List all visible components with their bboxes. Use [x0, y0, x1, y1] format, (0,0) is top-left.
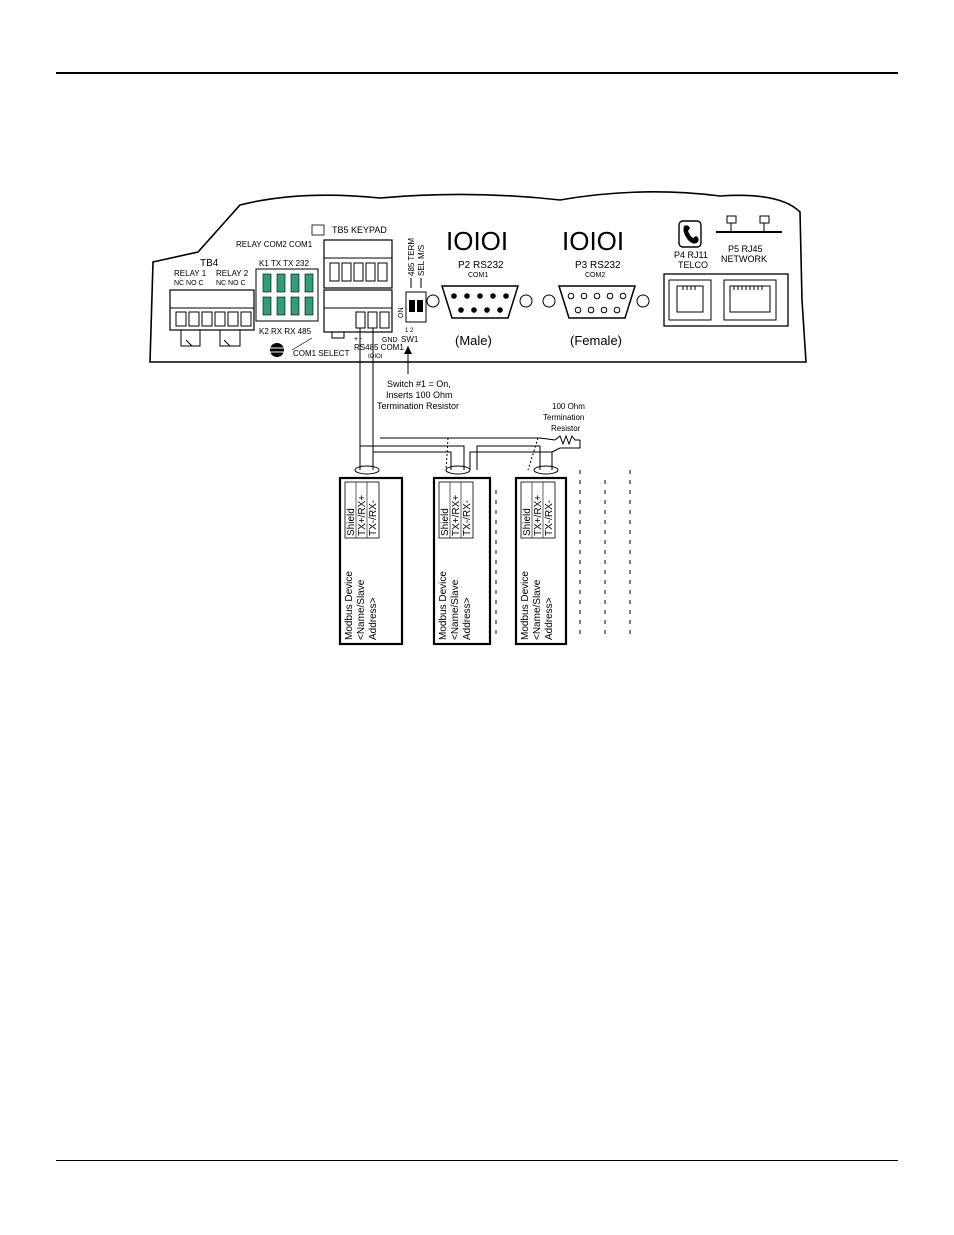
- device1-txrx-minus-label: TX-/RX-: [368, 500, 379, 536]
- modbus-device-2: Shield TX+/RX+ TX-/RX- Modbus Device <Na…: [432, 476, 492, 646]
- header-rule: [56, 72, 898, 74]
- controller-panel-outline: [149, 191, 807, 363]
- device2-line2: <Name/Slave: [450, 579, 461, 640]
- p4-label-line2: TELCO: [678, 260, 708, 270]
- relay1-contacts: NC NO C: [174, 280, 204, 287]
- telephone-icon: [683, 225, 699, 244]
- resistor-symbol: [554, 434, 580, 446]
- p3-ioioi-glyph: IOIOI: [562, 226, 624, 256]
- p2-label: P2 RS232: [458, 260, 504, 271]
- relay-com-top-label: RELAY COM2 COM1: [236, 240, 313, 249]
- p2-ioioi-glyph: IOIOI: [446, 226, 508, 256]
- p5-label-line1: P5 RJ45: [728, 244, 763, 254]
- p2-rs232-port: IOIOI P2 RS232 COM1 (Male): [426, 226, 533, 348]
- device2-line1: Modbus Device: [438, 571, 449, 640]
- device3-line2: <Name/Slave: [532, 579, 543, 640]
- p4-label-line1: P4 RJ11: [674, 250, 708, 260]
- relay2-contacts: NC NO C: [216, 280, 246, 287]
- modbus-device-3: Shield TX+/RX+ TX-/RX- Modbus Device <Na…: [514, 476, 568, 646]
- relay2-label: RELAY 2: [216, 269, 249, 278]
- switch-note-line3: Termination Resistor: [377, 401, 459, 411]
- rs485-bus-wiring: [354, 328, 581, 475]
- device2-txrx-plus-label: TX+/RX+: [451, 495, 462, 536]
- selector-top-label: K1 TX TX 232: [259, 259, 310, 268]
- p3-com2-label: COM2: [585, 272, 605, 279]
- switch-note-line1: Switch #1 = On,: [387, 379, 451, 389]
- sel-ms-label: SEL M/S: [417, 245, 426, 276]
- switch-annotation: Switch #1 = On, Inserts 100 Ohm Terminat…: [377, 346, 459, 411]
- rs485-com1-label: RS485 COM1: [354, 343, 404, 352]
- polarity-label: + -: [354, 336, 363, 343]
- gnd-label: GND: [382, 337, 398, 344]
- p3-female-label: (Female): [570, 333, 622, 348]
- relay1-label: RELAY 1: [174, 269, 207, 278]
- p2-male-label: (Male): [455, 333, 492, 348]
- network-icon: [716, 215, 782, 233]
- modbus-device-1: Shield TX+/RX+ TX-/RX- Modbus Device <Na…: [338, 476, 404, 646]
- com-select-block: RELAY COM2 COM1 K1 TX TX 232 K2 RX RX 48…: [236, 240, 350, 358]
- device1-shield-label: Shield: [346, 508, 357, 536]
- tb5-keypad-block: TB5 KEYPAD + - GND RS485 COM1 IOIOI: [311, 224, 404, 360]
- device3-txrx-minus-label: TX-/RX-: [544, 500, 555, 536]
- footer-rule: [56, 1160, 898, 1161]
- selector-bottom-label: K2 RX RX 485: [259, 327, 312, 336]
- device2-line3: Address>: [462, 597, 473, 640]
- device1-line2: <Name/Slave: [356, 579, 367, 640]
- p3-rs232-port: IOIOI P3 RS232 COM2 (Female): [542, 226, 650, 348]
- device3-line1: Modbus Device: [520, 571, 531, 640]
- device3-line3: Address>: [544, 597, 555, 640]
- p2-com1-label: COM1: [468, 272, 488, 279]
- switch-note-line2: Inserts 100 Ohm: [386, 390, 453, 400]
- scan-artifacts: [495, 470, 631, 640]
- device3-txrx-plus-label: TX+/RX+: [533, 495, 544, 536]
- device1-line3: Address>: [368, 597, 379, 640]
- switch-numbers: 1 2: [405, 328, 414, 334]
- sw1-switch: 485 TERM SEL M/S ON 1 2 SW1: [398, 238, 427, 344]
- resistor-label-line1: 100 Ohm: [552, 402, 585, 411]
- device2-txrx-minus-label: TX-/RX-: [462, 500, 473, 536]
- 485-term-label: 485 TERM: [407, 238, 416, 276]
- p3-label: P3 RS232: [575, 260, 621, 271]
- com1-select-label: COM1 SELECT: [293, 349, 350, 358]
- tb5-keypad-label: TB5 KEYPAD: [332, 225, 387, 235]
- resistor-annotation: 100 Ohm Termination Resistor: [543, 402, 585, 446]
- ioioi-small-label: IOIOI: [368, 354, 383, 360]
- sw1-label: SW1: [401, 335, 419, 344]
- tb4-label: TB4: [200, 258, 219, 269]
- p5-label-line2: NETWORK: [721, 254, 767, 264]
- resistor-label-line2: Termination: [543, 413, 584, 422]
- device1-line1: Modbus Device: [344, 571, 355, 640]
- p4-p5-ports: P4 RJ11 TELCO P5 RJ45 NETWORK: [663, 215, 789, 327]
- resistor-label-line3: Resistor: [551, 424, 581, 433]
- device1-txrx-plus-label: TX+/RX+: [357, 495, 368, 536]
- device3-shield-label: Shield: [522, 508, 533, 536]
- device2-shield-label: Shield: [440, 508, 451, 536]
- on-label: ON: [398, 308, 405, 319]
- tb4-relay-block: TB4 RELAY 1 RELAY 2 NC NO C NC NO C: [169, 258, 255, 347]
